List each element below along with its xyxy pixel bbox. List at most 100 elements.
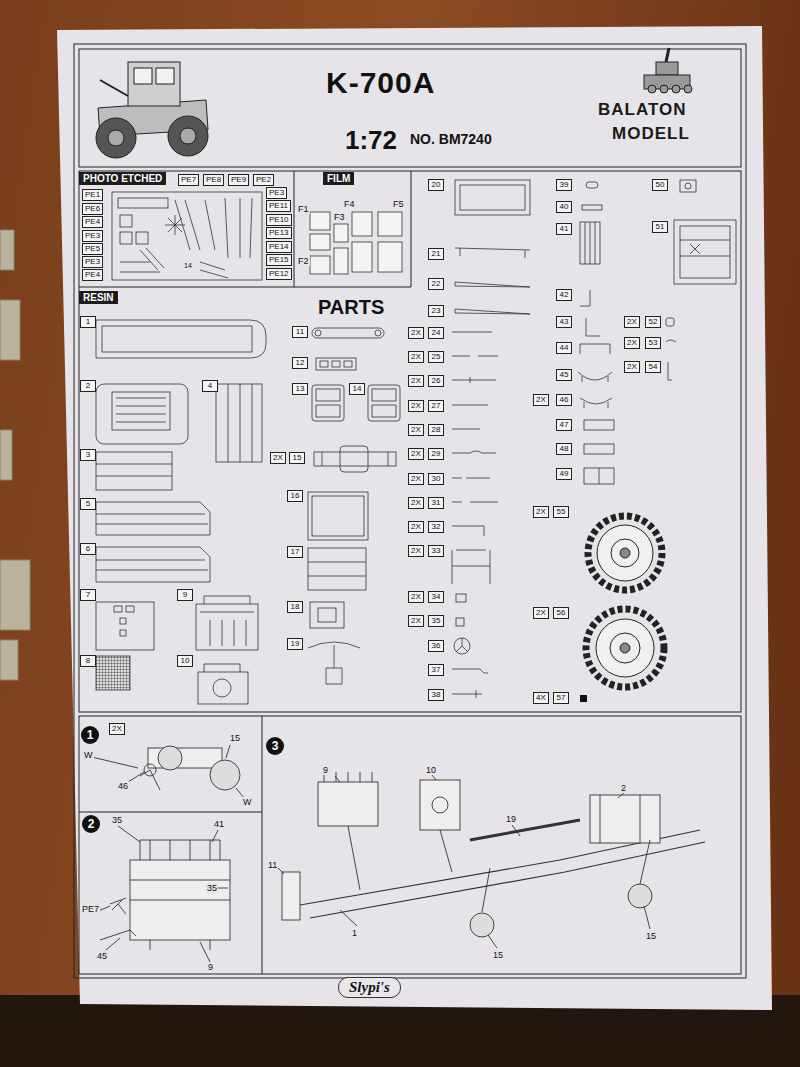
part-number: 49: [556, 468, 572, 480]
part-number: 2X: [408, 521, 424, 533]
line-art: [586, 609, 664, 687]
line-art: [600, 795, 640, 843]
part-number: PE4: [82, 269, 103, 281]
line-art: [470, 820, 580, 840]
line-art: [348, 826, 650, 912]
callout-label: 1: [351, 928, 358, 938]
part-number: 4: [202, 380, 218, 392]
line-art: [456, 638, 468, 652]
line-art: [158, 746, 182, 770]
part-number: 2X: [624, 316, 640, 328]
line-art: [96, 502, 210, 535]
part-number: 47: [556, 419, 572, 431]
line-art: [204, 664, 240, 672]
line-art: [92, 757, 138, 768]
part-number: 3: [80, 449, 96, 461]
line-art: [308, 642, 360, 684]
part-number: 2X: [408, 545, 424, 557]
part-number: 54: [645, 361, 661, 373]
line-art: [460, 185, 525, 210]
node-text: RESIN: [83, 292, 114, 303]
part-number: 38: [428, 689, 444, 701]
line-art: [310, 256, 330, 274]
line-art: [666, 318, 674, 326]
callout-label: 45: [96, 951, 108, 961]
part-number: 2X: [408, 351, 424, 363]
line-art: [666, 48, 669, 62]
line-art: [470, 913, 494, 937]
line-art: [580, 222, 600, 264]
node-text: Slypi's: [349, 979, 390, 995]
line-art: [456, 594, 466, 602]
part-number: 2X: [624, 337, 640, 349]
line-art: [590, 795, 660, 843]
part-number: 2: [80, 380, 96, 392]
line-art: [455, 180, 530, 215]
part-number: 43: [556, 316, 572, 328]
line-art: [666, 340, 676, 342]
line-art: [582, 205, 602, 210]
callout-label: 15: [492, 950, 504, 960]
line-art: [597, 525, 653, 581]
line-art: [628, 884, 652, 908]
line-art: [0, 300, 20, 360]
line-art: [580, 344, 610, 354]
line-art: [112, 192, 262, 280]
part-number: 5: [80, 498, 96, 510]
part-number: 19: [287, 638, 303, 650]
line-art: [112, 392, 170, 430]
line-art: [96, 826, 230, 962]
line-art: [611, 539, 639, 567]
line-art: [310, 234, 330, 250]
line-art: [452, 180, 530, 698]
line-art: [120, 630, 126, 636]
part-number: 50: [652, 179, 668, 191]
part-number: 1: [80, 316, 96, 328]
line-art: [584, 468, 614, 484]
line-art: [680, 240, 730, 256]
line-art: [644, 48, 692, 93]
callout-label: 35: [206, 883, 218, 893]
line-art: [578, 180, 736, 484]
sheet-text: 1:72: [345, 125, 397, 156]
line-art: [308, 492, 368, 540]
line-art: [128, 62, 180, 106]
sheet-text: NO. BM7240: [410, 131, 492, 147]
line-art: [668, 362, 672, 380]
line-art: [411, 171, 412, 287]
line-art: [100, 80, 128, 96]
line-art: [322, 452, 388, 466]
part-number: 2X: [533, 394, 549, 406]
part-number: 11: [292, 326, 308, 338]
callout-label: 15: [229, 733, 241, 743]
line-art: [372, 405, 396, 417]
callout-label: 35: [111, 815, 123, 825]
line-art: [96, 384, 188, 444]
line-art: [585, 222, 595, 264]
line-art: [74, 44, 746, 978]
line-art: [310, 212, 402, 274]
part-number: 34: [428, 591, 444, 603]
line-art: [216, 384, 262, 462]
part-number: 39: [556, 179, 572, 191]
part-number: 53: [645, 337, 661, 349]
line-art: [128, 772, 144, 782]
line-art: [96, 547, 210, 582]
line-art: [610, 633, 640, 663]
callout-label: F5: [392, 199, 405, 209]
part-number: PE1: [82, 189, 103, 201]
callout-label: 46: [117, 781, 129, 791]
line-art: [96, 464, 172, 476]
line-art: [226, 745, 230, 758]
line-art: [79, 49, 741, 167]
line-art: [120, 215, 132, 227]
line-art: [108, 130, 124, 146]
line-art: [312, 385, 344, 421]
line-art: [165, 215, 185, 235]
part-number: 20: [428, 179, 444, 191]
part-number: 2X: [408, 497, 424, 509]
line-art: [452, 550, 490, 584]
line-art: [680, 226, 730, 278]
part-number: 29: [428, 448, 444, 460]
